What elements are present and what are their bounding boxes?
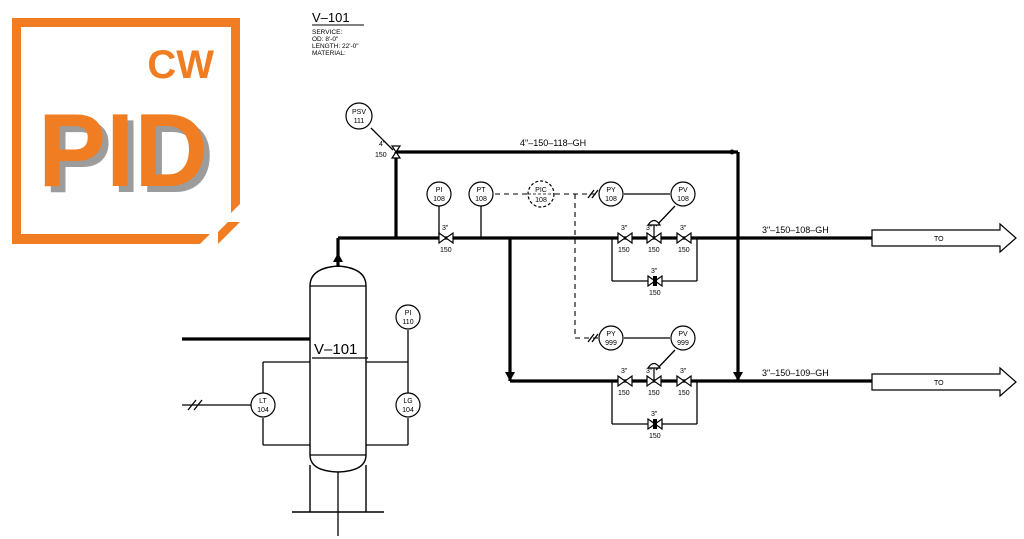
instrument-psv111-tag: PSV — [352, 109, 366, 116]
outlet2-block-valve-b — [676, 374, 692, 388]
process-piping — [182, 149, 872, 536]
o1-vb-size: 3" — [680, 225, 687, 232]
instrument-pi108-tag: PI — [436, 187, 443, 194]
instruments: PSV 111 PI 108 PT 108 PIC 108 PY 108 PV … — [250, 102, 696, 418]
instrument-pv999-number: 999 — [677, 340, 689, 347]
vessel-body-label: V–101 — [314, 341, 357, 358]
outlet2-bypass-valve — [647, 417, 663, 431]
instrument-pt108-tag: PT — [477, 187, 487, 194]
outlet2-control-valve — [646, 362, 662, 388]
vessel-v101: V–101 — [292, 265, 384, 513]
o2-bp-size: 3" — [651, 411, 658, 418]
o2-cv-size: 3" — [646, 368, 653, 375]
outlet1-control-valve — [646, 219, 662, 245]
o2-vb-rating: 150 — [678, 390, 690, 397]
inlet-valve — [438, 231, 454, 245]
instrument-py108-number: 108 — [605, 196, 617, 203]
logo-pid-shadow: PID — [44, 99, 214, 215]
instrument-lt104-tag: LT — [259, 398, 267, 405]
outlet2-block-valve-a — [617, 374, 633, 388]
instrument-py108: PY 108 — [598, 181, 624, 207]
psv-valve — [390, 145, 402, 159]
valves — [390, 145, 692, 431]
instrument-pv999-tag: PV — [678, 331, 688, 338]
instrument-lg104-tag: LG — [403, 398, 412, 405]
psv-rating-label: 150 — [375, 152, 387, 159]
vessel-spec-line-1: OD: 8'-0" — [312, 36, 339, 43]
o1-bp-size: 3" — [651, 268, 658, 275]
to-arrow-1 — [871, 222, 1017, 254]
to-arrow-2 — [871, 366, 1017, 398]
o1-cv-size: 3" — [646, 225, 653, 232]
offpage-arrows: TO TO — [871, 222, 1017, 398]
instrument-py999-tag: PY — [606, 331, 616, 338]
inlet-size-label: 3" — [442, 225, 449, 232]
instrument-psv111: PSV 111 — [345, 102, 373, 130]
relief-line-label: 4"–150–118–GH — [520, 138, 586, 148]
vessel-spec-line-3: MATERIAL: — [312, 50, 346, 57]
to-arrow-2-label: TO — [934, 380, 944, 387]
instrument-pic108-tag: PIC — [535, 187, 547, 194]
o1-va-size: 3" — [621, 225, 628, 232]
outlet2-line-label: 3"–150–109–GH — [762, 368, 829, 378]
instrument-pi110-tag: PI — [405, 310, 412, 317]
instrument-lt104: LT 104 — [250, 392, 276, 418]
instrument-pv108: PV 108 — [670, 181, 696, 207]
instrument-pic108: PIC 108 — [527, 180, 555, 208]
psv-size-label: 4" — [379, 141, 386, 148]
instrument-lt104-number: 104 — [257, 407, 269, 414]
signal-lines — [370, 127, 676, 371]
o1-va-rating: 150 — [618, 247, 630, 254]
instrument-pi110: PI 110 — [395, 304, 421, 330]
level-connections — [182, 330, 409, 446]
valve-labels: 4" 150 3" 150 3" 150 3" 150 3" 150 3" 15… — [375, 141, 690, 440]
instrument-pic108-number: 108 — [535, 197, 547, 204]
o2-vb-size: 3" — [680, 368, 687, 375]
instrument-pt108-number: 108 — [475, 196, 487, 203]
outlet1-bypass-valve — [647, 274, 663, 288]
instrument-lg104-number: 104 — [402, 407, 414, 414]
o2-va-size: 3" — [621, 368, 628, 375]
outlet1-block-valve-b — [676, 231, 692, 245]
instrument-pv108-tag: PV — [678, 187, 688, 194]
instrument-psv111-number: 111 — [354, 118, 365, 125]
instrument-pi110-number: 110 — [402, 319, 413, 326]
outlet1-block-valve-a — [617, 231, 633, 245]
instrument-lg104: LG 104 — [395, 392, 421, 418]
cwpid-logo: CW PID PID — [12, 18, 240, 244]
instrument-py999-number: 999 — [605, 340, 617, 347]
vessel-header-title: V–101 — [312, 10, 350, 25]
logo-cw-text: CW — [147, 43, 214, 87]
to-arrow-1-label: TO — [934, 236, 944, 243]
instrument-pt108: PT 108 — [468, 181, 494, 207]
vessel-spec-line-0: SERVICE: — [312, 29, 342, 36]
line-labels: 4"–150–118–GH 3"–150–108–GH 3"–150–109–G… — [520, 138, 829, 378]
logo-pid-text: PID — [38, 93, 208, 209]
vessel-spec-line-2: LENGTH: 22'-0" — [312, 43, 359, 50]
o2-bp-rating: 150 — [649, 433, 661, 440]
vessel-header: V–101 SERVICE: OD: 8'-0" LENGTH: 22'-0" … — [312, 10, 364, 57]
instrument-py999: PY 999 — [598, 325, 624, 351]
o1-cv-rating: 150 — [648, 247, 660, 254]
o2-va-rating: 150 — [618, 390, 630, 397]
instrument-pv108-number: 108 — [677, 196, 689, 203]
o1-vb-rating: 150 — [678, 247, 690, 254]
instrument-pi108: PI 108 — [426, 181, 452, 207]
instrument-py108-tag: PY — [606, 187, 616, 194]
inlet-rating-label: 150 — [440, 247, 452, 254]
outlet1-line-label: 3"–150–108–GH — [762, 225, 829, 235]
o2-cv-rating: 150 — [648, 390, 660, 397]
instrument-pi108-number: 108 — [433, 196, 445, 203]
o1-bp-rating: 150 — [649, 290, 661, 297]
instrument-pv999: PV 999 — [670, 325, 696, 351]
